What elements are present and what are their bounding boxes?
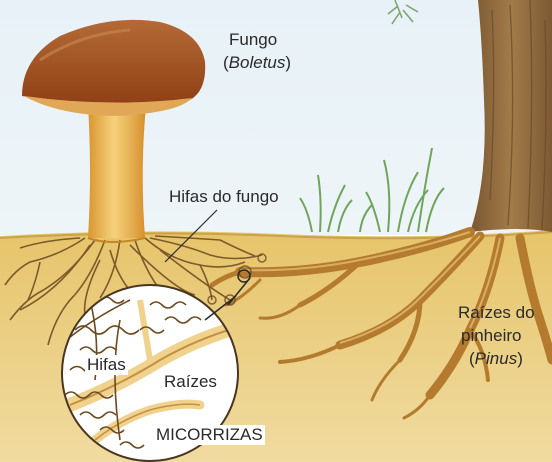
label-fungo: Fungo (229, 30, 277, 50)
label-pinheiro: pinheiro (461, 326, 522, 346)
label-hifas-do-fungo: Hifas do fungo (169, 187, 279, 207)
label-fungo-scientific: Boletus (223, 53, 291, 73)
mushroom-stipe (88, 106, 146, 238)
label-micorrizas: MICORRIZAS (154, 425, 265, 445)
label-hifas: Hifas (85, 355, 128, 375)
label-raizes: Raízes (162, 372, 219, 392)
label-pinheiro-scientific: Pinus (469, 349, 523, 369)
label-raizes-do: Raízes do (458, 303, 535, 323)
